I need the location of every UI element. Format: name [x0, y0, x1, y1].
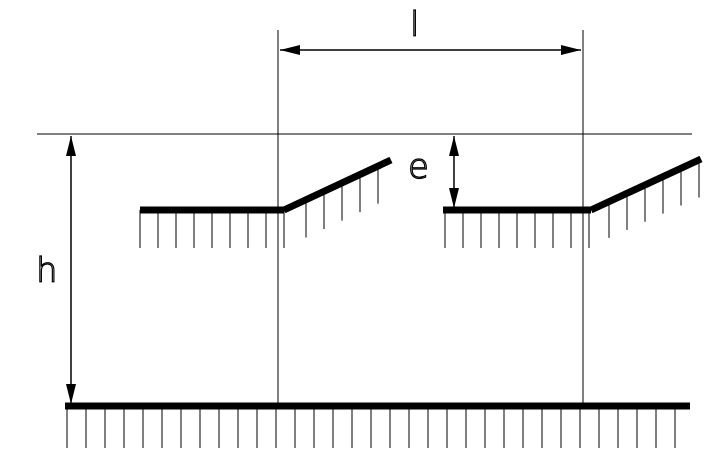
step-left	[139, 156, 393, 248]
step-right	[443, 155, 703, 248]
ground-line	[65, 402, 690, 448]
label-e: e	[408, 147, 429, 187]
label-l: l	[410, 5, 419, 45]
label-h: h	[36, 251, 58, 291]
